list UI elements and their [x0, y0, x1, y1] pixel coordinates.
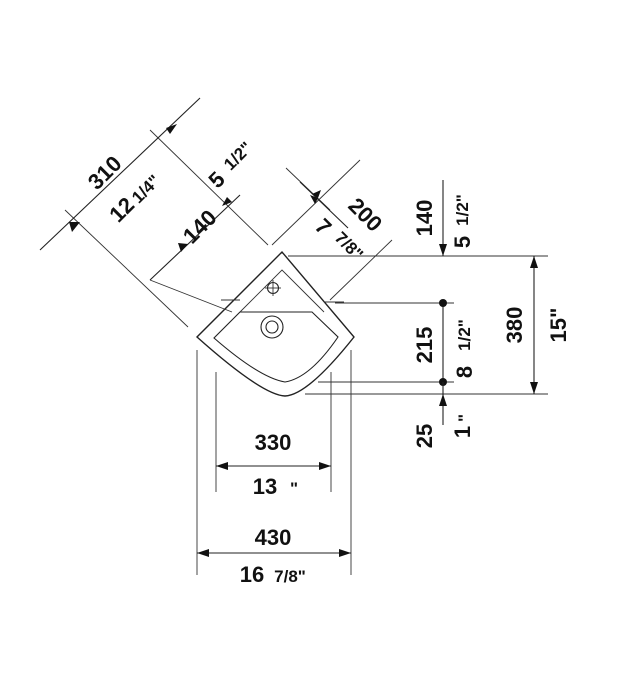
- basin-inner-bowl: [213, 311, 339, 383]
- hole-bottom-mm: 25: [412, 424, 437, 448]
- diagonal-extension-lines: [64, 129, 393, 328]
- dimension-top-offset: 140 5 1/2": [412, 180, 475, 256]
- diag-right-inch-frac: 7/8": [331, 228, 367, 264]
- dimension-total-height: 380 15": [502, 256, 571, 394]
- hole-bottom-inch-frac: ": [455, 414, 474, 422]
- dimension-total-width: 430 16 7/8": [197, 525, 351, 587]
- top-offset-mm: 140: [412, 200, 437, 237]
- diag-inner-inch: 5: [204, 167, 230, 193]
- bowl-width-inch: 13: [253, 474, 277, 499]
- tap-hole-icon: [265, 280, 281, 296]
- total-height-inch: 15": [546, 308, 571, 343]
- dimension-hole-bottom: 25 1 ": [412, 382, 475, 448]
- dimension-diagonal-right: 200 7 7/8": [299, 181, 387, 264]
- diag-total-mm: 310: [83, 151, 127, 195]
- top-offset-inch: 5: [450, 236, 475, 248]
- total-width-inch: 16: [240, 562, 264, 587]
- dimension-bowl-width: 330 13 ": [216, 430, 331, 499]
- diag-right-mm: 200: [343, 193, 387, 237]
- dimension-hole-offset: 215 8 1/2": [412, 299, 477, 386]
- drain-icon: [260, 315, 284, 339]
- diag-total-inch-frac: 1/4": [128, 171, 164, 207]
- bowl-width-inch-frac: ": [290, 479, 298, 498]
- diag-inner-mm: 140: [178, 205, 222, 249]
- bowl-width-mm: 330: [255, 430, 292, 455]
- total-width-mm: 430: [255, 525, 292, 550]
- dimension-diagonal-total: 310 12 1/4": [39, 97, 201, 251]
- diag-inner-inch-frac: 1/2": [220, 138, 256, 174]
- total-height-mm: 380: [502, 307, 527, 344]
- diag-right-inch: 7: [310, 214, 336, 240]
- top-offset-inch-frac: 1/2": [453, 194, 472, 226]
- hole-offset-mm: 215: [412, 327, 437, 364]
- hole-offset-inch: 8: [452, 366, 477, 378]
- dimension-diagonal-inner: 140 5 1/2": [149, 138, 256, 281]
- basin-outer-rim: [195, 250, 355, 397]
- basin-inner-back: [239, 269, 325, 313]
- basin-outline: [195, 250, 355, 397]
- total-width-inch-frac: 7/8": [274, 567, 306, 586]
- hole-bottom-inch: 1: [450, 426, 475, 438]
- hole-offset-inch-frac: 1/2": [455, 319, 474, 351]
- extension-lines: [196, 255, 548, 575]
